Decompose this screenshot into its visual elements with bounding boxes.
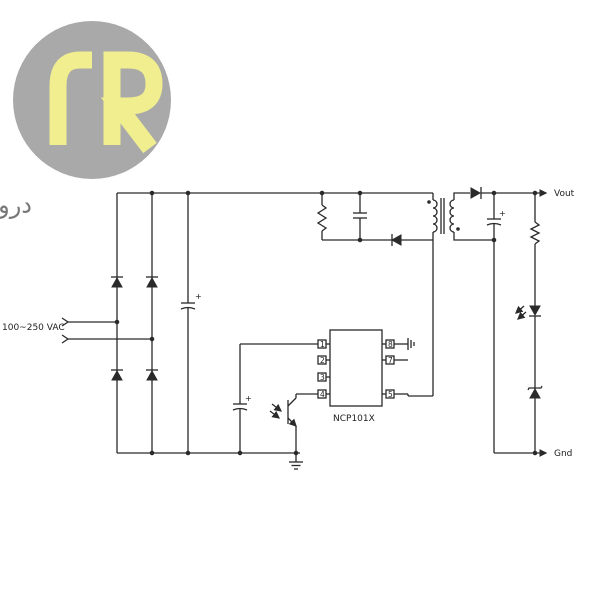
ac-input-label: 100~250 VAC [2,323,65,333]
secondary-winding [449,199,455,233]
brand-text: درونیک [0,191,32,219]
transformer [427,192,494,396]
bridge-rectifier [111,193,158,453]
pin-8: 8 [388,340,393,349]
pin-7: 7 [388,356,393,365]
pin-5: 5 [388,390,393,399]
primary-winding [432,199,438,233]
logo-letter-r [49,51,92,145]
snubber [316,193,433,246]
diode-d3 [111,369,123,381]
gnd-label: Gnd [554,449,572,459]
output-diode [470,187,482,199]
pin-2: 2 [320,356,325,365]
ic-name-label: NCP101X [333,414,375,424]
logo [13,21,171,179]
svg-text:+: + [499,209,506,218]
diode-d4 [146,369,158,381]
bulk-capacitor: + [180,193,202,453]
opto-led [515,305,541,320]
vout-label: Vout [554,189,575,199]
vcc-capacitor: + [232,344,252,453]
output-section: Vout + Gnd [470,187,575,459]
top-rail [117,190,433,196]
svg-text:+: + [245,394,252,403]
opto-transistor [269,394,297,462]
bottom-rail [117,450,300,456]
diode-d2 [146,276,158,288]
diode-d1 [111,276,123,288]
zener-diode [527,385,543,399]
ground-symbol [289,461,303,470]
logo-letters [49,51,163,154]
pin-1: 1 [320,340,325,349]
svg-text:+: + [195,292,202,301]
logo-letter-big-r [100,51,163,154]
output-resistor [529,221,541,245]
snubber-diode [390,234,402,246]
pin-3: 3 [320,373,325,382]
pin-4: 4 [320,390,325,399]
ac-input: 100~250 VAC [2,317,152,344]
ic-ncp101x: NCP101X 1 2 3 4 8 7 5 [240,329,433,424]
snubber-resistor [316,204,328,232]
